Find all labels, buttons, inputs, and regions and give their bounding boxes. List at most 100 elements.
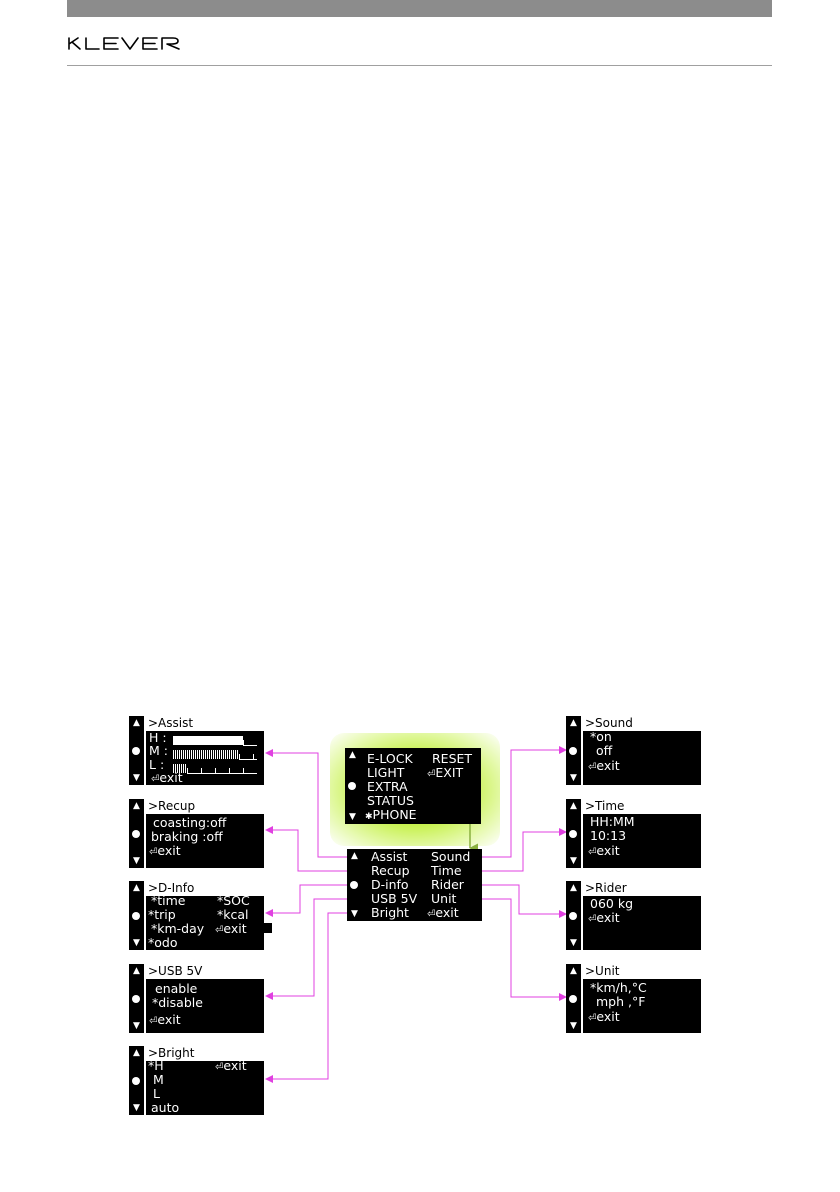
menu-item-phone[interactable]: ✱PHONE bbox=[365, 807, 417, 823]
select-icon[interactable] bbox=[350, 881, 358, 889]
bright-l-option[interactable]: L bbox=[153, 1086, 160, 1101]
exit-icon: ⏎ bbox=[215, 1062, 224, 1073]
assist-l-bar[interactable] bbox=[173, 764, 187, 773]
menu-item-light[interactable]: LIGHT bbox=[367, 765, 405, 780]
exit-item[interactable]: ⏎exit bbox=[588, 758, 620, 774]
exit-item[interactable]: ⏎exit bbox=[149, 843, 181, 859]
sound-off-option[interactable]: off bbox=[596, 743, 613, 758]
menu-item-unit[interactable]: Unit bbox=[431, 891, 457, 906]
scroll-down-icon[interactable]: ▼ bbox=[570, 773, 577, 783]
scroll-down-icon[interactable]: ▼ bbox=[133, 1103, 140, 1113]
select-icon[interactable] bbox=[569, 746, 577, 755]
scroll-up-icon[interactable]: ▲ bbox=[133, 966, 140, 976]
odo-option[interactable]: *odo bbox=[148, 935, 178, 950]
select-icon[interactable] bbox=[132, 829, 140, 838]
rail-separator bbox=[581, 881, 583, 950]
scroll-down-icon[interactable]: ▼ bbox=[133, 938, 140, 948]
menu-item-reset[interactable]: RESET bbox=[432, 751, 473, 766]
exit-item[interactable]: ⏎exit bbox=[149, 1012, 181, 1028]
menu-item-usb-5v[interactable]: USB 5V bbox=[371, 891, 418, 906]
bright-m-option[interactable]: M bbox=[153, 1072, 164, 1087]
soc-option[interactable]: *SOC bbox=[217, 893, 250, 908]
exit-item[interactable]: ⏎exit bbox=[151, 770, 183, 786]
metric-unit-option[interactable]: *km/h,°C bbox=[590, 980, 647, 995]
menu-item-assist[interactable]: Assist bbox=[371, 849, 408, 864]
rail-separator bbox=[144, 716, 146, 785]
rider-weight-value[interactable]: 060 kg bbox=[590, 896, 634, 911]
exit-item[interactable]: ⏎exit bbox=[588, 1009, 620, 1025]
trip-option[interactable]: *trip bbox=[148, 907, 176, 922]
menu-item-time[interactable]: Time bbox=[431, 863, 462, 878]
rail-separator bbox=[144, 799, 146, 868]
scroll-down-icon[interactable]: ▼ bbox=[351, 909, 358, 919]
select-icon[interactable] bbox=[132, 746, 140, 755]
disable-option[interactable]: *disable bbox=[152, 995, 203, 1010]
time-option[interactable]: *time bbox=[151, 893, 186, 908]
scroll-up-icon[interactable]: ▲ bbox=[351, 851, 358, 861]
scroll-down-icon[interactable]: ▼ bbox=[349, 812, 356, 822]
exit-icon: ⏎ bbox=[149, 1016, 158, 1027]
scroll-up-icon[interactable]: ▲ bbox=[133, 883, 140, 893]
menu-item-e-lock[interactable]: E-LOCK bbox=[367, 751, 413, 766]
scroll-up-icon[interactable]: ▲ bbox=[570, 801, 577, 811]
select-icon[interactable] bbox=[569, 829, 577, 838]
kcal-option[interactable]: *kcal bbox=[217, 907, 249, 922]
select-icon[interactable] bbox=[348, 782, 356, 790]
scroll-up-icon[interactable]: ▲ bbox=[570, 966, 577, 976]
select-icon[interactable] bbox=[132, 1076, 140, 1085]
exit-item[interactable]: ⏎exit bbox=[588, 910, 620, 926]
scroll-down-icon[interactable]: ▼ bbox=[133, 1021, 140, 1031]
d-info-tab bbox=[264, 923, 272, 933]
scroll-up-icon[interactable]: ▲ bbox=[133, 801, 140, 811]
imperial-unit-option[interactable]: mph ,°F bbox=[596, 994, 646, 1009]
menu-item-exit[interactable]: ⏎EXIT bbox=[427, 765, 464, 781]
scroll-up-icon[interactable]: ▲ bbox=[570, 883, 577, 893]
scroll-down-icon[interactable]: ▼ bbox=[570, 1021, 577, 1031]
enable-option[interactable]: enable bbox=[155, 981, 198, 996]
scroll-down-icon[interactable]: ▼ bbox=[133, 773, 140, 783]
menu-item-status[interactable]: STATUS bbox=[367, 793, 414, 808]
screen-title: >Recup bbox=[146, 799, 264, 814]
d-info-screen: ▲ ▼ >D-Info *time *trip *km-day *odo *SO… bbox=[129, 881, 264, 950]
assist-m-bar[interactable] bbox=[173, 750, 239, 759]
exit-item[interactable]: ⏎exit bbox=[588, 843, 620, 859]
scroll-up-icon[interactable]: ▲ bbox=[570, 718, 577, 728]
menu-item-recup[interactable]: Recup bbox=[371, 863, 410, 878]
header-divider bbox=[67, 65, 772, 66]
exit-icon: ⏎ bbox=[588, 847, 597, 858]
bright-auto-option[interactable]: auto bbox=[151, 1100, 180, 1115]
select-icon[interactable] bbox=[569, 911, 577, 920]
menu-item-extra[interactable]: EXTRA bbox=[367, 779, 408, 794]
scroll-down-icon[interactable]: ▼ bbox=[570, 856, 577, 866]
scroll-up-icon[interactable]: ▲ bbox=[133, 1048, 140, 1058]
assist-screen: ▲ ▼ >Assist H : M : L : ⏎exit bbox=[129, 716, 264, 785]
menu-item-rider[interactable]: Rider bbox=[431, 877, 464, 892]
exit-item[interactable]: ⏎exit bbox=[215, 1058, 247, 1074]
coasting-option[interactable]: coasting:off bbox=[153, 815, 227, 830]
menu-item-d-info[interactable]: D-info bbox=[371, 877, 409, 892]
assist-h-bar[interactable] bbox=[173, 736, 243, 745]
select-icon[interactable] bbox=[132, 994, 140, 1003]
connector-rider bbox=[480, 884, 567, 918]
bright-h-option[interactable]: *H bbox=[148, 1058, 164, 1073]
exit-icon: ⏎ bbox=[151, 774, 160, 785]
scroll-down-icon[interactable]: ▼ bbox=[133, 856, 140, 866]
scroll-down-icon[interactable]: ▼ bbox=[570, 938, 577, 948]
menu-item-sound[interactable]: Sound bbox=[431, 849, 471, 864]
rail-separator bbox=[581, 716, 583, 785]
scroll-rail: ▲ ▼ bbox=[566, 799, 581, 868]
braking-option[interactable]: braking :off bbox=[151, 829, 223, 844]
exit-item[interactable]: ⏎exit bbox=[215, 921, 247, 937]
connector-dinfo bbox=[265, 884, 350, 917]
km-day-option[interactable]: *km-day bbox=[151, 921, 205, 936]
select-icon[interactable] bbox=[569, 994, 577, 1003]
select-icon[interactable] bbox=[132, 911, 140, 920]
menu-item-bright[interactable]: Bright bbox=[371, 905, 409, 920]
menu-item-exit[interactable]: ⏎exit bbox=[427, 905, 459, 921]
sound-on-option[interactable]: *on bbox=[590, 729, 612, 744]
scroll-up-icon[interactable]: ▲ bbox=[349, 750, 356, 760]
scroll-up-icon[interactable]: ▲ bbox=[133, 718, 140, 728]
time-value[interactable]: 10:13 bbox=[590, 828, 627, 843]
connector-bright bbox=[265, 912, 350, 1083]
